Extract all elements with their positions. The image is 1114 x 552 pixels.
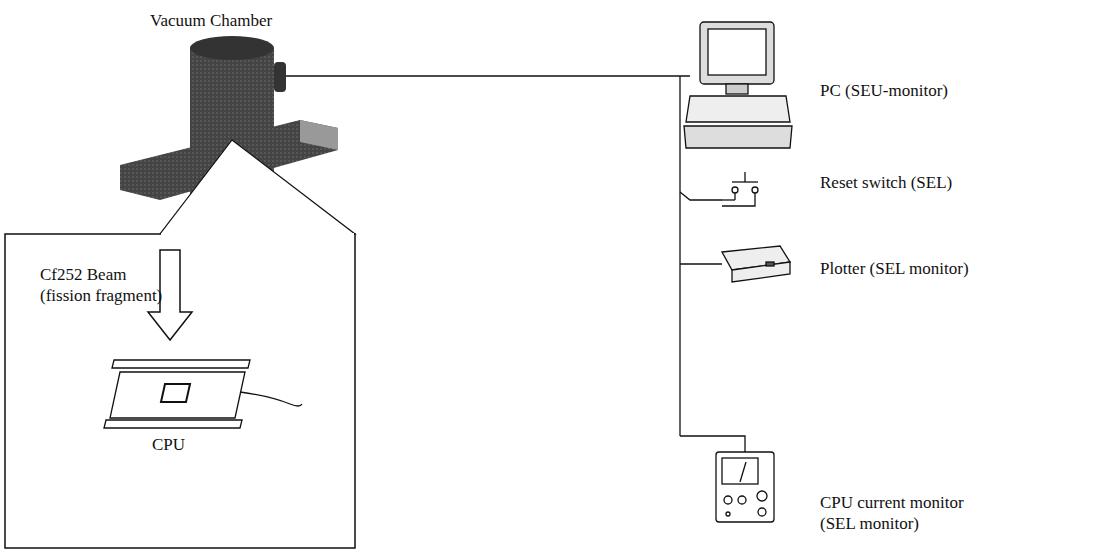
device-label: CPU current monitor (SEL monitor) (820, 492, 990, 534)
part-label: CPU (152, 434, 212, 455)
device-label: Reset switch (SEL) (820, 172, 1060, 193)
current-meter (716, 452, 774, 522)
chamber-label: Vacuum Chamber (150, 10, 320, 31)
signal-wires (286, 76, 745, 452)
device-label: Plotter (SEL monitor) (820, 258, 1060, 279)
pc-icon (684, 22, 792, 148)
beam-label: Cf252 Beam (fission fragment) (40, 264, 178, 306)
cpu-board (104, 360, 302, 428)
plotter-icon (722, 246, 790, 282)
reset-switch (722, 172, 758, 206)
inset-frame (5, 234, 355, 548)
device-label: PC (SEU-monitor) (820, 80, 1060, 101)
zoom-wedge (160, 140, 355, 234)
